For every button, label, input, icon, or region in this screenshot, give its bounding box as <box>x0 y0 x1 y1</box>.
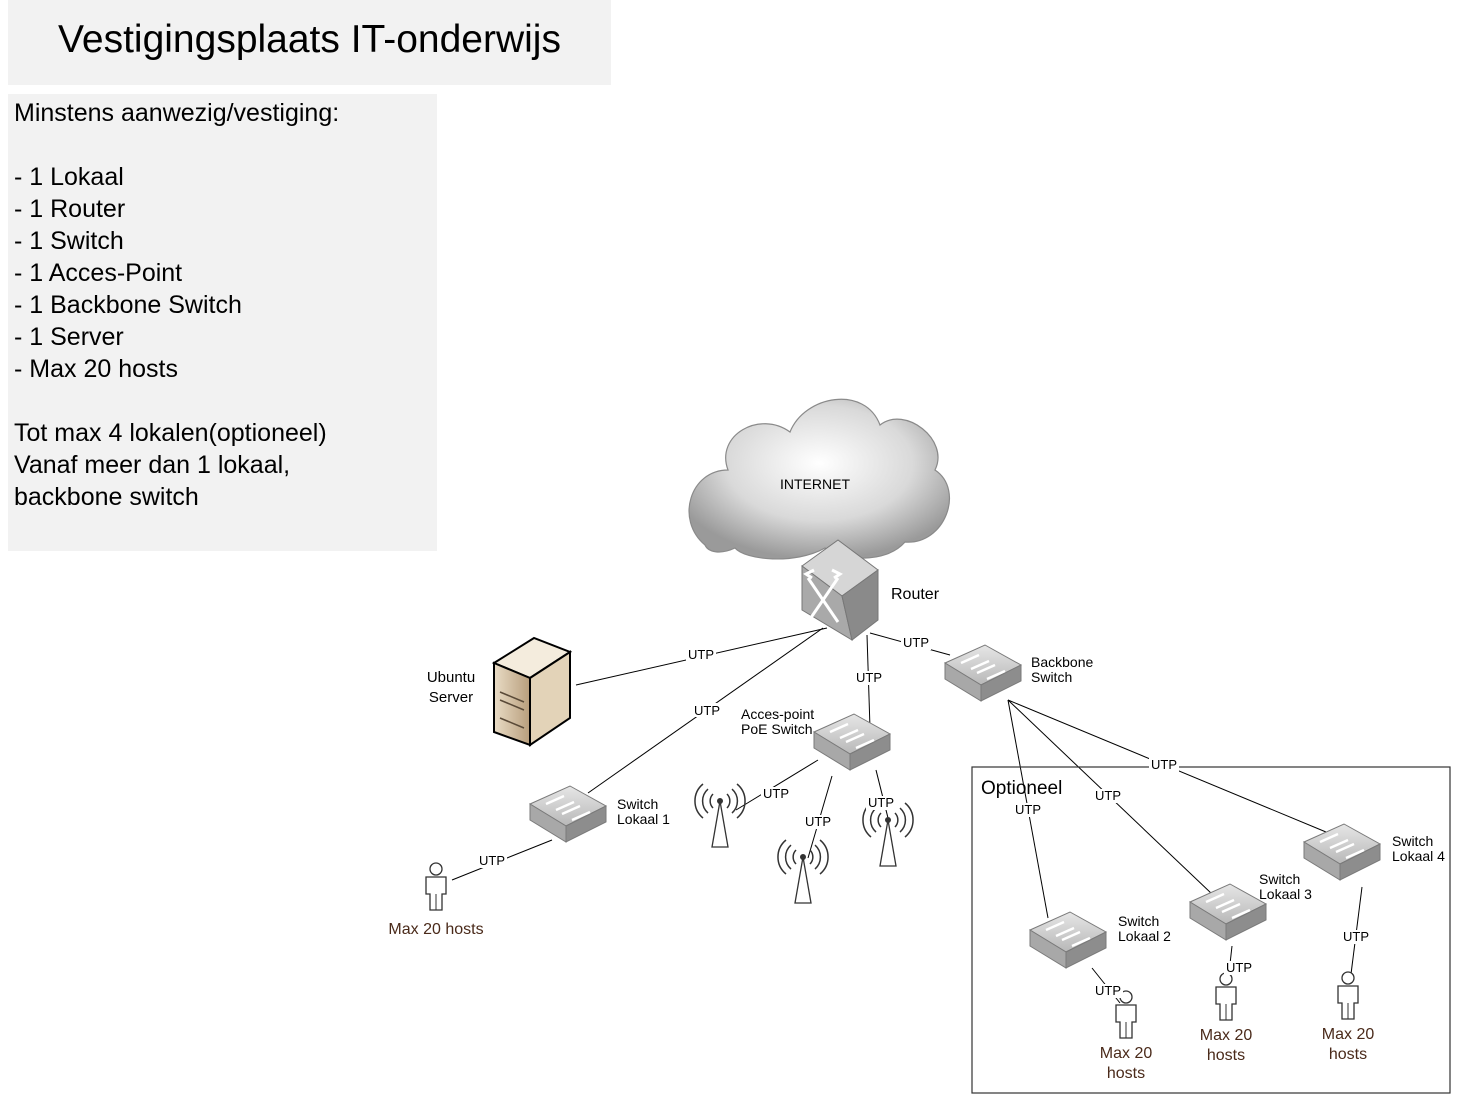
switch1-label: Switch <box>617 796 658 812</box>
server-label: Server <box>429 689 473 706</box>
hosts-label: hosts <box>1329 1046 1367 1063</box>
router-label: Router <box>891 586 940 603</box>
optional-box <box>971 766 1451 1094</box>
utp-label: UTP <box>856 670 882 685</box>
switch2-label: Lokaal 2 <box>1118 928 1171 944</box>
switch-lokaal-3-icon <box>1188 882 1268 942</box>
requirement-note: backbone switch <box>14 483 199 511</box>
switch3-label: Switch <box>1259 871 1300 887</box>
optional-label: Optioneel <box>981 778 1062 799</box>
utp-label: UTP <box>1343 929 1369 944</box>
ap-poe-switch-icon <box>812 712 892 772</box>
hosts-label: Max 20 <box>1100 1045 1153 1062</box>
requirement-item: - 1 Server <box>14 323 124 351</box>
requirements-heading: Minstens aanwezig/vestiging: <box>14 99 340 127</box>
utp-label: UTP <box>1015 802 1041 817</box>
ap-switch-label: PoE Switch <box>741 721 813 737</box>
access-point-icon <box>862 802 914 867</box>
utp-label: UTP <box>1226 960 1252 975</box>
utp-label: UTP <box>1095 788 1121 803</box>
host-person-icon <box>1115 990 1137 1039</box>
requirement-item: - 1 Lokaal <box>14 163 124 191</box>
switch4-label: Lokaal 4 <box>1392 848 1445 864</box>
router-icon <box>801 539 879 642</box>
switch-lokaal-1-icon <box>528 784 608 844</box>
backbone-switch-label: Backbone <box>1031 654 1093 670</box>
server-label: Ubuntu <box>427 669 475 686</box>
switch-lokaal-2-icon <box>1028 910 1108 970</box>
title-box: Vestigingsplaats IT-onderwijs <box>8 0 611 85</box>
requirement-note: Vanaf meer dan 1 lokaal, <box>14 451 291 479</box>
host-person-icon <box>425 862 447 911</box>
switch1-label: Lokaal 1 <box>617 811 670 827</box>
server-icon <box>491 636 573 747</box>
ap-switch-label: Acces-point <box>741 706 814 722</box>
requirements-box: Minstens aanwezig/vestiging: - 1 Lokaal … <box>8 94 437 551</box>
internet-cloud: INTERNET <box>688 398 951 560</box>
utp-label: UTP <box>688 647 714 662</box>
access-point-icon <box>777 839 829 904</box>
access-point-icon <box>694 783 746 848</box>
requirement-item: - 1 Acces-Point <box>14 259 183 287</box>
requirement-item: - 1 Router <box>14 195 126 223</box>
switch4-label: Switch <box>1392 833 1433 849</box>
internet-label: INTERNET <box>780 476 850 492</box>
utp-labels: UTP UTP UTP UTP UTP UTP UTP UTP UTP UTP … <box>477 635 1371 998</box>
hosts-label: Max 20 <box>1200 1027 1253 1044</box>
backbone-switch-icon <box>943 643 1023 703</box>
utp-label: UTP <box>1151 757 1177 772</box>
requirement-note: Tot max 4 lokalen(optioneel) <box>14 419 327 447</box>
page-title: Vestigingsplaats IT-onderwijs <box>58 18 561 61</box>
utp-label: UTP <box>694 703 720 718</box>
utp-label: UTP <box>805 814 831 829</box>
switch3-label: Lokaal 3 <box>1259 886 1312 902</box>
host-person-icon <box>1215 972 1237 1021</box>
hosts-label: Max 20 <box>1322 1026 1375 1043</box>
utp-label: UTP <box>903 635 929 650</box>
utp-label: UTP <box>1095 983 1121 998</box>
utp-label: UTP <box>479 853 505 868</box>
utp-label: UTP <box>763 786 789 801</box>
requirement-item: - 1 Backbone Switch <box>14 291 242 319</box>
hosts-label: Max 20 hosts <box>388 921 483 938</box>
hosts-label: hosts <box>1107 1065 1145 1082</box>
switch2-label: Switch <box>1118 913 1159 929</box>
switch-lokaal-4-icon <box>1302 822 1382 882</box>
utp-label: UTP <box>868 795 894 810</box>
requirement-item: - Max 20 hosts <box>14 355 178 383</box>
hosts-label: hosts <box>1207 1047 1245 1064</box>
host-person-icon <box>1337 971 1359 1020</box>
requirement-item: - 1 Switch <box>14 227 124 255</box>
backbone-switch-label: Switch <box>1031 669 1072 685</box>
